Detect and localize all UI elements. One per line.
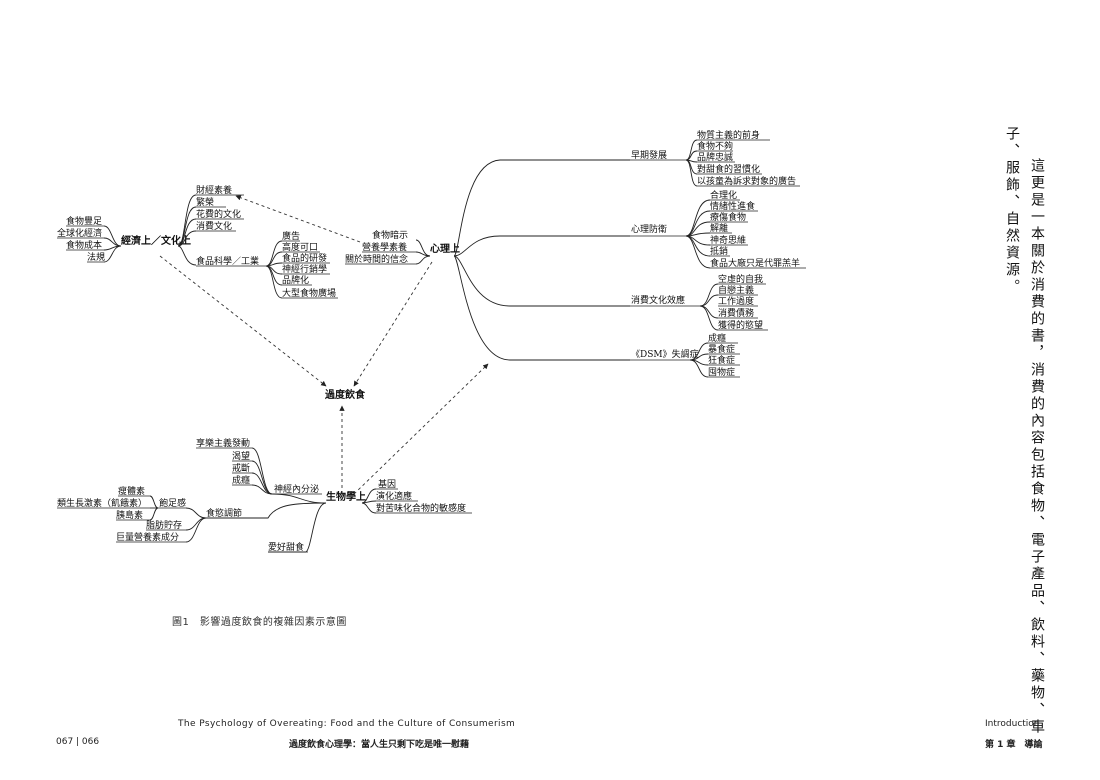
food-science-item: 廣告	[282, 230, 300, 242]
page-numbers: 067 | 066	[56, 737, 100, 747]
arrow-bio-to-psych	[353, 363, 489, 495]
psych-item: 療傷食物	[710, 211, 746, 223]
culture-item: 花費的文化	[196, 208, 241, 220]
psych-item: 解離	[710, 222, 728, 234]
psych-item: 暴食症	[708, 343, 735, 355]
bio-direct: 基因 演化適應 對苦味化合物的敏感度	[361, 478, 472, 514]
culture-item: 消費文化	[196, 220, 232, 232]
psych-branch-label: 心理防衛	[631, 223, 667, 235]
figure-caption: 圖1 影響過度飲食的複雜因素示意圖	[172, 617, 347, 628]
psych-item: 成癮	[708, 332, 726, 344]
section-title-english: Introduction	[985, 719, 1040, 729]
body-text-column-1: 這更是一本關於消費的書，消費的內容包括食物、電子產品、飲料、藥物、車	[1029, 158, 1045, 736]
psych-item: 自戀主義	[718, 284, 754, 296]
satiety-item: 瘦體素	[118, 485, 145, 497]
neuro-label: 神經內分泌	[274, 483, 319, 495]
neuro-item: 渴望	[232, 450, 250, 462]
bio-item: 演化適應	[376, 490, 412, 502]
bio-item: 對苦味化合物的敏感度	[376, 502, 466, 514]
psych-item: 囤物症	[708, 366, 735, 378]
food-science-item: 神經行銷學	[282, 263, 327, 275]
psych-branch-label: 早期發展	[631, 149, 667, 161]
influence-arrows	[159, 195, 489, 495]
section-title-chinese: 第 1 章 導論	[985, 740, 1043, 750]
psych-input: 關於時間的信念	[345, 253, 408, 265]
food-science-item: 大型食物廣場	[282, 287, 336, 299]
factor-diagram: 經濟上／文化上 心理上 生物學上 過度飲食 食物豐足 全球化經濟 食物成本 法規…	[57, 129, 806, 553]
culture-items: 財經素養 繁榮 花費的文化 消費文化	[177, 184, 244, 247]
arrow-econ-to-overeating	[159, 255, 327, 387]
neuro-item: 成癮	[232, 474, 250, 486]
food-science-item: 高度可口	[282, 241, 318, 253]
psych-item: 食物不夠	[697, 140, 733, 152]
psych-item: 食品大廠只是代罪羔羊	[710, 257, 800, 269]
appetite-item: 脂肪貯存	[146, 519, 182, 531]
economic-cause: 全球化經濟	[57, 227, 102, 239]
book-title-chinese: 過度飲食心理學：當人生只剩下吃是唯一慰藉	[289, 740, 470, 750]
psych-item: 獲得的慾望	[718, 319, 763, 331]
appetite-item: 巨量營養素成分	[116, 531, 179, 543]
economic-causes: 食物豐足 全球化經濟 食物成本 法規	[57, 215, 122, 263]
economic-cause: 法規	[87, 251, 105, 263]
hub-psychological: 心理上	[430, 242, 460, 255]
sweet-preference-label: 愛好甜食	[268, 541, 304, 553]
neuro-item: 戒斷	[232, 462, 250, 474]
psych-item: 合理化	[710, 189, 737, 201]
psych-item: 以孩童為訴求對象的廣告	[697, 175, 796, 187]
bio-item: 基因	[378, 478, 396, 490]
hub-economic-culture: 經濟上／文化上	[121, 234, 191, 247]
neuro-branch: 神經內分泌 享樂主義發動 渴望 戒斷 成癮	[196, 437, 327, 504]
food-science-label: 食品科學／工業	[196, 255, 259, 267]
psych-inputs: 食物暗示 營養學素養 關於時間的信念	[345, 229, 431, 265]
body-text-column-2: 子、服飾、自然資源。	[1004, 126, 1020, 296]
economic-cause: 食物成本	[66, 239, 102, 251]
psych-item: 抵銷	[710, 245, 728, 257]
psych-item: 物質主義的前身	[697, 129, 760, 141]
hub-overeating: 過度飲食	[324, 388, 366, 401]
arrow-psych-to-overeating	[353, 261, 433, 387]
psych-item: 空虛的自我	[718, 273, 763, 285]
psych-branch-label: 《DSM》失調症	[631, 348, 699, 360]
psych-item: 對甜食的習慣化	[697, 163, 760, 175]
psych-item: 狂食症	[708, 354, 735, 366]
sweet-branch: 愛好甜食	[268, 502, 327, 553]
culture-item: 財經素養	[196, 184, 232, 196]
psych-input: 食物暗示	[372, 229, 408, 241]
hub-biological: 生物學上	[326, 490, 366, 503]
satiety-label: 飽足感	[159, 497, 186, 509]
culture-item: 繁榮	[196, 196, 214, 208]
arrow-psych-to-culture	[235, 195, 361, 243]
psych-branches: 早期發展 心理防衛 消費文化效應 《DSM》失調症 物質主義的前身 食物不夠 品…	[453, 129, 806, 378]
neuro-item: 享樂主義發動	[196, 437, 250, 449]
psych-item: 品牌忠誠	[697, 151, 733, 163]
economic-cause: 食物豐足	[66, 215, 102, 227]
psych-input: 營養學素養	[362, 241, 407, 253]
psych-item: 工作過度	[718, 295, 754, 307]
appetite-branch: 食慾調節 飽足感 瘦體素 類生長激素（飢餓素） 胰島素 脂肪貯存 巨量營養素成分	[57, 485, 327, 543]
satiety-item: 類生長激素（飢餓素）	[57, 497, 147, 509]
psych-item: 消費債務	[718, 307, 754, 319]
food-science-item: 食品的研發	[282, 252, 327, 264]
satiety-item: 胰島素	[116, 509, 143, 521]
book-title-english: The Psychology of Overeating: Food and t…	[178, 719, 516, 729]
food-science-branch: 食品科學／工業 廣告 高度可口 食品的研發 神經行銷學 品牌化 大型食物廣場	[177, 230, 338, 299]
psych-branch-label: 消費文化效應	[631, 294, 685, 306]
appetite-label: 食慾調節	[206, 507, 242, 519]
food-science-item: 品牌化	[282, 274, 309, 286]
psych-item: 情緒性進食	[710, 200, 755, 212]
psych-item: 神奇思維	[710, 234, 746, 246]
